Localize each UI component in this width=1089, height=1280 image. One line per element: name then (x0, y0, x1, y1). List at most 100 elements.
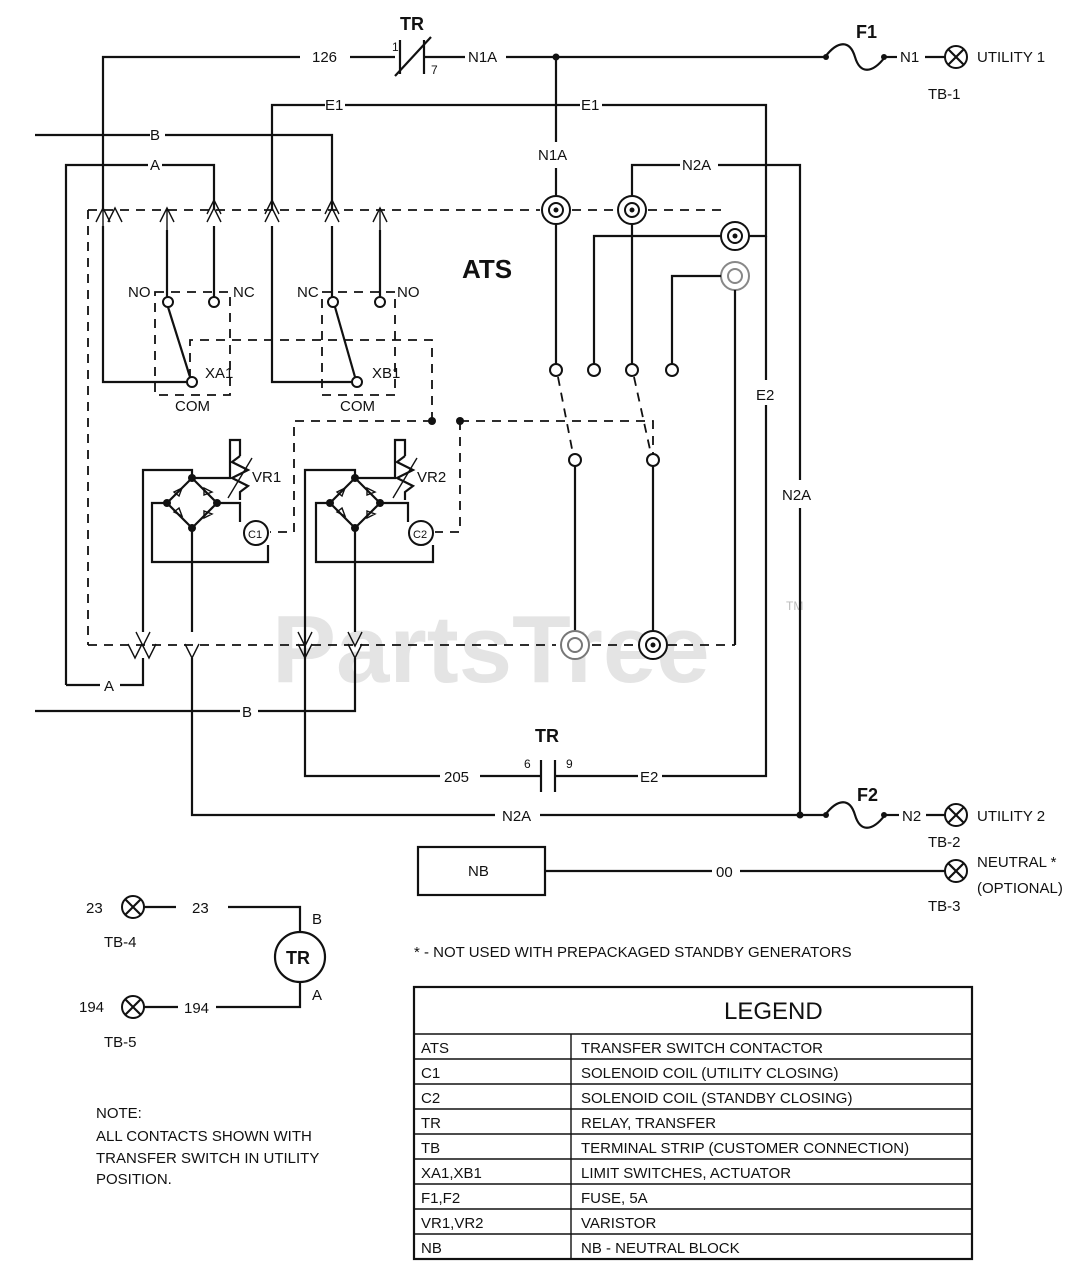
legend-code: C1 (421, 1065, 440, 1082)
n1a-n2a-wires (554, 57, 802, 815)
legend-description: TRANSFER SWITCH CONTACTOR (581, 1040, 823, 1057)
legend-code: ATS (421, 1040, 449, 1057)
legend-code: VR1,VR2 (421, 1215, 484, 1232)
ats-contact-e1 (720, 221, 750, 251)
xa1-label: XA1 (205, 365, 233, 382)
wire-n1a-top-label: N1A (468, 49, 497, 66)
tr-coil-b-label: B (312, 911, 322, 928)
wire-n2a-vertical-label: N2A (782, 487, 811, 504)
optional-label: (OPTIONAL) (977, 880, 1063, 897)
legend-title: LEGEND (724, 998, 823, 1025)
tr-bottom-contact-9: 9 (566, 757, 573, 771)
tr-top-contact-7: 7 (431, 63, 438, 77)
c2-label: C2 (413, 529, 427, 541)
terminal-tb2-icon (944, 803, 968, 827)
xa1-no-label: NO (128, 284, 151, 301)
b-a-top-wires (35, 133, 334, 685)
tr-coil-a-label: A (312, 987, 322, 1004)
tb5-wire-left-label: 194 (79, 999, 104, 1016)
legend-description: SOLENOID COIL (STANDBY CLOSING) (581, 1090, 852, 1107)
wire-b-bottom-label: B (242, 704, 252, 721)
xa1-nc-label: NC (233, 284, 255, 301)
watermark: PartsTree (272, 596, 710, 703)
xb1-nc-label: NC (297, 284, 319, 301)
bridge-rectifier-2 (303, 438, 435, 645)
tb1-label: TB-1 (928, 86, 961, 103)
note-heading: NOTE: (96, 1105, 142, 1122)
legend-description: LIMIT SWITCHES, ACTUATOR (581, 1165, 791, 1182)
wire-e1-label-right: E1 (581, 97, 599, 114)
fuse-f2-label: F2 (857, 785, 878, 805)
note-line-1: ALL CONTACTS SHOWN WITH (96, 1128, 312, 1145)
wire-b-top-label: B (150, 127, 160, 144)
wire-n2a-bottom-label: N2A (502, 808, 531, 825)
terminal-tb3-icon (944, 859, 968, 883)
vr2-label: VR2 (417, 469, 446, 486)
tr-bottom-contact-6: 6 (524, 757, 531, 771)
tb3-label: TB-3 (928, 898, 961, 915)
xb1-com-label: COM (340, 398, 375, 415)
e1-wire (270, 103, 768, 238)
top-arrows (95, 198, 388, 230)
wire-00-label: 00 (716, 864, 733, 881)
limit-switch-xa1 (101, 226, 231, 396)
coil-linkage (189, 339, 654, 533)
ats-title: ATS (462, 254, 512, 284)
legend-code: TR (421, 1115, 441, 1132)
xa1-com-label: COM (175, 398, 210, 415)
ats-bottom-contact-right (638, 630, 668, 660)
wire-e2-bottom-label: E2 (640, 769, 658, 786)
footnote: * - NOT USED WITH PREPACKAGED STANDBY GE… (414, 944, 852, 961)
wire-e2-vertical-label: E2 (756, 387, 774, 404)
legend-code: TB (421, 1140, 440, 1157)
ats-bottom-contact-left (560, 630, 590, 660)
ats-dashed-frame (87, 209, 735, 646)
wire-n1-label: N1 (900, 49, 919, 66)
legend-description: RELAY, TRANSFER (581, 1115, 716, 1132)
tb5-label: TB-5 (104, 1034, 137, 1051)
tr-coil-circuit (121, 895, 327, 1019)
bridge-rectifier-1 (141, 438, 270, 632)
terminal-tb5-icon (121, 995, 145, 1019)
xb1-label: XB1 (372, 365, 400, 382)
vr1-label: VR1 (252, 469, 281, 486)
wire-a-top-label: A (150, 157, 160, 174)
wire-126-label: 126 (312, 49, 337, 66)
legend-code: C2 (421, 1090, 440, 1107)
nb-label: NB (468, 863, 489, 880)
tr-bottom-label: TR (535, 726, 559, 746)
limit-switch-xb1 (270, 226, 396, 396)
neutral-label: NEUTRAL * (977, 854, 1057, 871)
note-block: NOTE: ALL CONTACTS SHOWN WITH TRANSFER S… (96, 1105, 319, 1188)
bottom-wires (35, 645, 945, 829)
tr-coil-label: TR (286, 948, 310, 968)
utility1-label: UTILITY 1 (977, 49, 1045, 66)
ats-contact-n2a (617, 195, 647, 225)
note-line-3: POSITION. (96, 1171, 172, 1188)
wire-e1-label-left: E1 (325, 97, 343, 114)
legend-description: FUSE, 5A (581, 1190, 648, 1207)
tr-top-contact-1: 1 (392, 40, 399, 54)
legend-code: XA1,XB1 (421, 1165, 482, 1182)
fuse-f1-label: F1 (856, 22, 877, 42)
tb4-wire-right-label: 23 (192, 900, 209, 917)
tb4-wire-left-label: 23 (86, 900, 103, 917)
legend-description: VARISTOR (581, 1215, 656, 1232)
legend-code: F1,F2 (421, 1190, 460, 1207)
wire-n1a-vertical-label: N1A (538, 147, 567, 164)
wire-a-bottom-label: A (104, 678, 114, 695)
legend-description: NB - NEUTRAL BLOCK (581, 1240, 740, 1257)
terminal-tb1-icon (944, 45, 968, 69)
tr-top-label: TR (400, 14, 424, 34)
wire-n2-label: N2 (902, 808, 921, 825)
ats-contact-n1a (541, 195, 571, 225)
c1-label: C1 (248, 529, 262, 541)
utility2-label: UTILITY 2 (977, 808, 1045, 825)
xb1-no-label: NO (397, 284, 420, 301)
tb5-wire-right-label: 194 (184, 1000, 209, 1017)
legend-description: SOLENOID COIL (UTILITY CLOSING) (581, 1065, 839, 1082)
wire-205-label: 205 (444, 769, 469, 786)
